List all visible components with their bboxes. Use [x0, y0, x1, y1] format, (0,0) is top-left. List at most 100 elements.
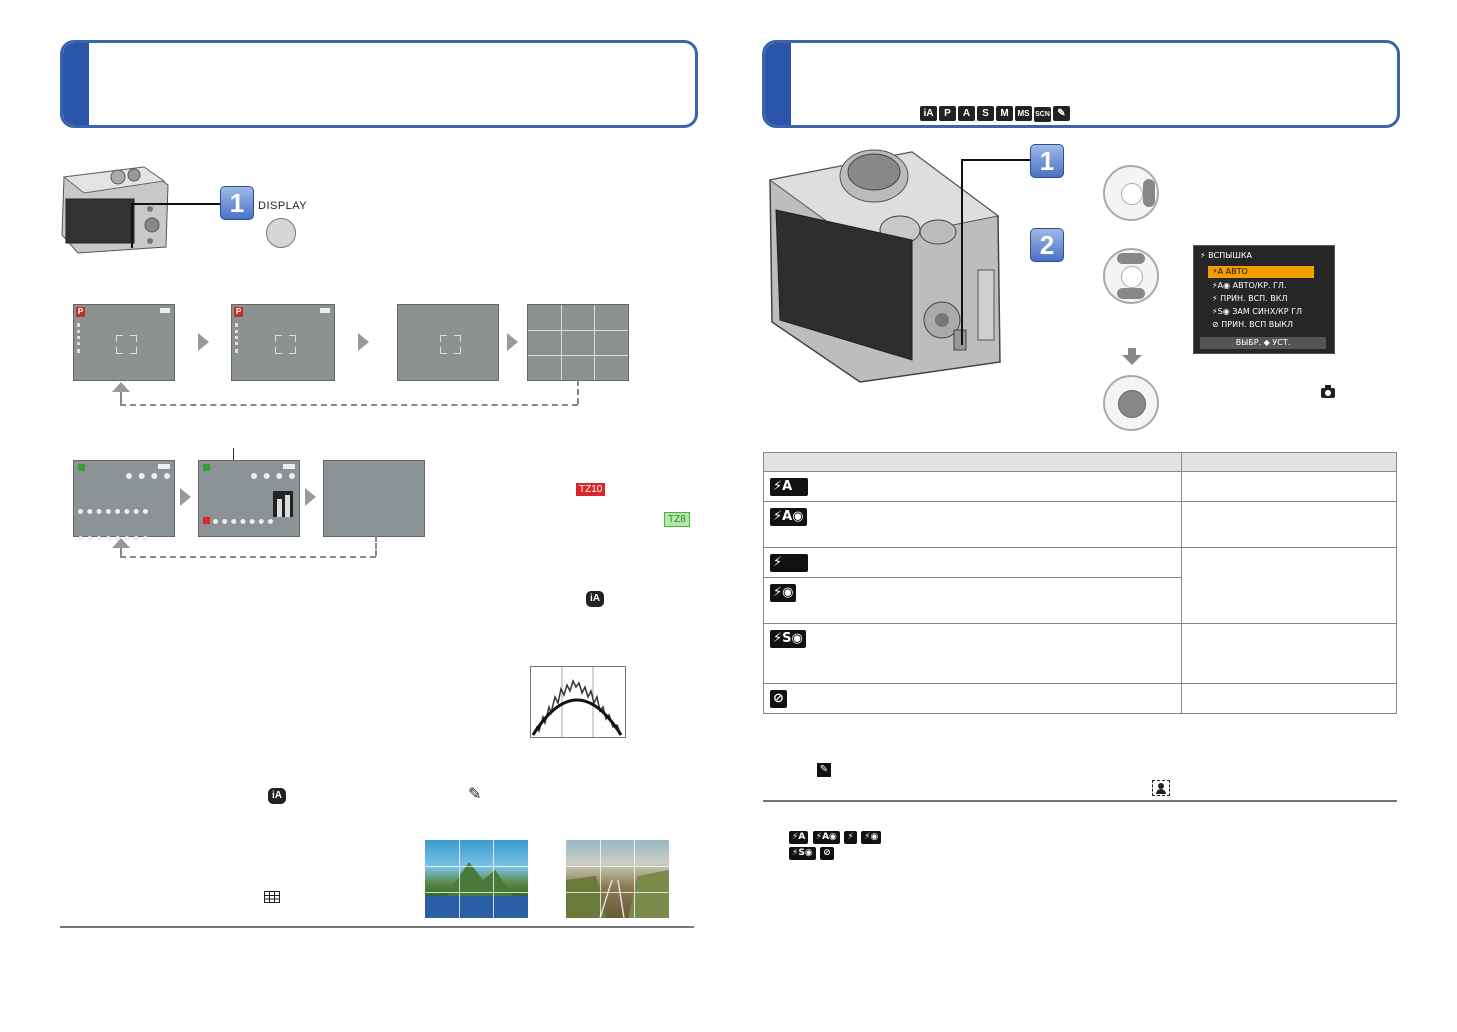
histogram-mini — [273, 491, 293, 517]
face-detect-head — [1158, 783, 1164, 789]
face-detect-body — [1156, 789, 1166, 794]
flash-forced-off-icon: ⊘ — [770, 689, 787, 708]
table-cell-mode: ⚡A◉ — [763, 501, 1182, 548]
next-arrow-2 — [358, 333, 369, 351]
mode-icon-scn: SCN — [1034, 107, 1051, 122]
grid-line-v — [634, 840, 635, 918]
grid-line-v1 — [561, 305, 562, 380]
af-frame-bl-2 — [275, 347, 282, 354]
left-bottom-rule — [60, 926, 694, 928]
step-1-badge-left: 1 — [220, 186, 254, 220]
flash-menu-title: ⚡ ВСПЫШКА — [1200, 250, 1252, 262]
loop-line-1a — [120, 392, 122, 404]
af-frame-tl-2 — [275, 335, 282, 342]
ia-mode-icon-2: iA — [268, 788, 286, 804]
af-frame-tl-3 — [440, 335, 447, 342]
grid-line-v — [600, 840, 601, 918]
grid-line-h — [425, 866, 528, 867]
dial-center-2 — [1121, 266, 1143, 288]
dial-center-pressed — [1118, 390, 1146, 418]
note-flash-off-icon: ⊘ — [820, 847, 834, 860]
lcd-playback-2-histogram — [198, 460, 300, 537]
osd-indicators — [77, 323, 88, 353]
table-cell-mode: ⚡ — [763, 547, 1182, 578]
cursor-dial-right-press[interactable] — [1103, 165, 1159, 221]
table-row: ⚡A◉ — [763, 501, 1397, 548]
next-arrow-5 — [305, 488, 316, 506]
note-icons-row-2: ⚡S◉ ⊘ — [789, 842, 834, 860]
flash-menu-item-auto-redeye[interactable]: ⚡A◉ АВТО/КР. ГЛ. — [1208, 280, 1287, 292]
next-arrow-4 — [180, 488, 191, 506]
mode-icon-creative: ✎ — [1053, 106, 1070, 121]
step-2-badge-right: 2 — [1030, 228, 1064, 262]
loop-line-2a — [120, 548, 122, 556]
table-cell-usage — [1181, 683, 1397, 714]
flash-menu-item-slow-sync[interactable]: ⚡S◉ ЗАМ СИНХ/КР ГЛ — [1208, 306, 1302, 318]
loop-line-2c — [375, 536, 377, 556]
osd-text-block-2 — [78, 509, 148, 541]
brush-edit-icon: ✎ — [817, 763, 831, 777]
flash-menu-item-label-2: ПРИН. ВСП. ВКЛ — [1220, 294, 1288, 303]
camera-back-illustration — [58, 155, 170, 255]
mode-icon-ia: iA — [920, 106, 937, 121]
note-flash-auto-redeye-icon: ⚡A◉ — [812, 831, 840, 844]
cursor-dial-menu-set-press[interactable] — [1103, 375, 1159, 431]
dial-up-highlight — [1117, 253, 1145, 264]
ia-mode-icon-1: iA — [586, 591, 604, 607]
flash-menu-item-forced-on[interactable]: ⚡ ПРИН. ВСП. ВКЛ — [1208, 293, 1287, 305]
note-flash-slow-sync-icon: ⚡S◉ — [789, 847, 816, 860]
af-frame-br — [130, 347, 137, 354]
playback-icon-2 — [203, 464, 210, 471]
note-flash-on-icon: ⚡ — [844, 831, 857, 844]
af-frame-br-3 — [454, 347, 461, 354]
af-frame-tr-3 — [454, 335, 461, 342]
note-icons-row-1: ⚡A ⚡A◉ ⚡ ⚡◉ — [789, 826, 882, 844]
mode-icon-p: P — [939, 106, 956, 121]
flash-menu-footer: ВЫБР. ◆ УСТ. — [1200, 337, 1326, 349]
flash-modes-table: ⚡A ⚡A◉ ⚡ ⚡◉ ⚡S◉ ⊘ — [763, 452, 1397, 714]
table-cell-mode: ⊘ — [763, 683, 1182, 714]
grid-line-v2 — [594, 305, 595, 380]
table-row: ⚡S◉ — [763, 623, 1397, 684]
right-bottom-rule — [763, 800, 1397, 802]
grid-line-h2 — [528, 355, 628, 356]
display-button[interactable] — [266, 218, 296, 248]
dial-center — [1121, 183, 1143, 205]
af-frame-tr — [130, 335, 137, 342]
tz8-model-tag: TZ8 — [664, 512, 690, 527]
flash-menu-title-icon: ⚡ — [1200, 251, 1209, 260]
table-header-cell-mode — [763, 452, 1182, 472]
flash-menu-item-icon-4: ⊘ — [1212, 320, 1219, 329]
flash-menu-item-forced-off[interactable]: ⊘ ПРИН. ВСП ВЫКЛ — [1208, 319, 1293, 331]
flash-forced-on-redeye-icon: ⚡◉ — [770, 584, 797, 602]
mode-p-icon: P — [76, 307, 85, 317]
flash-menu-item-label-0: АВТО — [1225, 267, 1248, 276]
cursor-dial-updown-press[interactable] — [1103, 248, 1159, 304]
lcd-screen-1: P — [73, 304, 175, 381]
af-frame-tr-2 — [289, 335, 296, 342]
note-flash-on-redeye-icon: ⚡◉ — [861, 831, 882, 844]
loop-line-1c — [577, 380, 579, 404]
lcd-playback-3-blank — [323, 460, 425, 537]
table-cell-mode: ⚡A — [763, 471, 1182, 502]
tz10-model-tag: TZ10 — [576, 483, 606, 496]
histogram-illustration — [530, 666, 626, 738]
flash-forced-on-icon: ⚡ — [770, 553, 808, 572]
dial-right-highlight — [1143, 179, 1155, 207]
flash-menu-item-auto[interactable]: ⚡A АВТО — [1208, 266, 1314, 278]
warning-icon — [203, 517, 210, 524]
camera-large-illustration — [762, 140, 1012, 385]
lcd-screen-4-grid — [527, 304, 629, 381]
mode-p-icon-2: P — [234, 307, 243, 317]
grid-line-v — [493, 840, 494, 918]
table-cell-usage — [1181, 501, 1397, 548]
table-row: ⚡ — [763, 547, 1397, 624]
callout-line-right — [961, 159, 1032, 345]
loop-line-2b — [120, 556, 376, 558]
flash-menu-screen: ⚡ ВСПЫШКА ⚡A АВТО ⚡A◉ АВТО/КР. ГЛ. ⚡ ПРИ… — [1193, 245, 1335, 354]
lcd-screen-3 — [397, 304, 499, 381]
return-arrow-2 — [112, 538, 130, 548]
battery-icon-3 — [158, 464, 170, 469]
osd-indicators-2 — [235, 323, 246, 353]
